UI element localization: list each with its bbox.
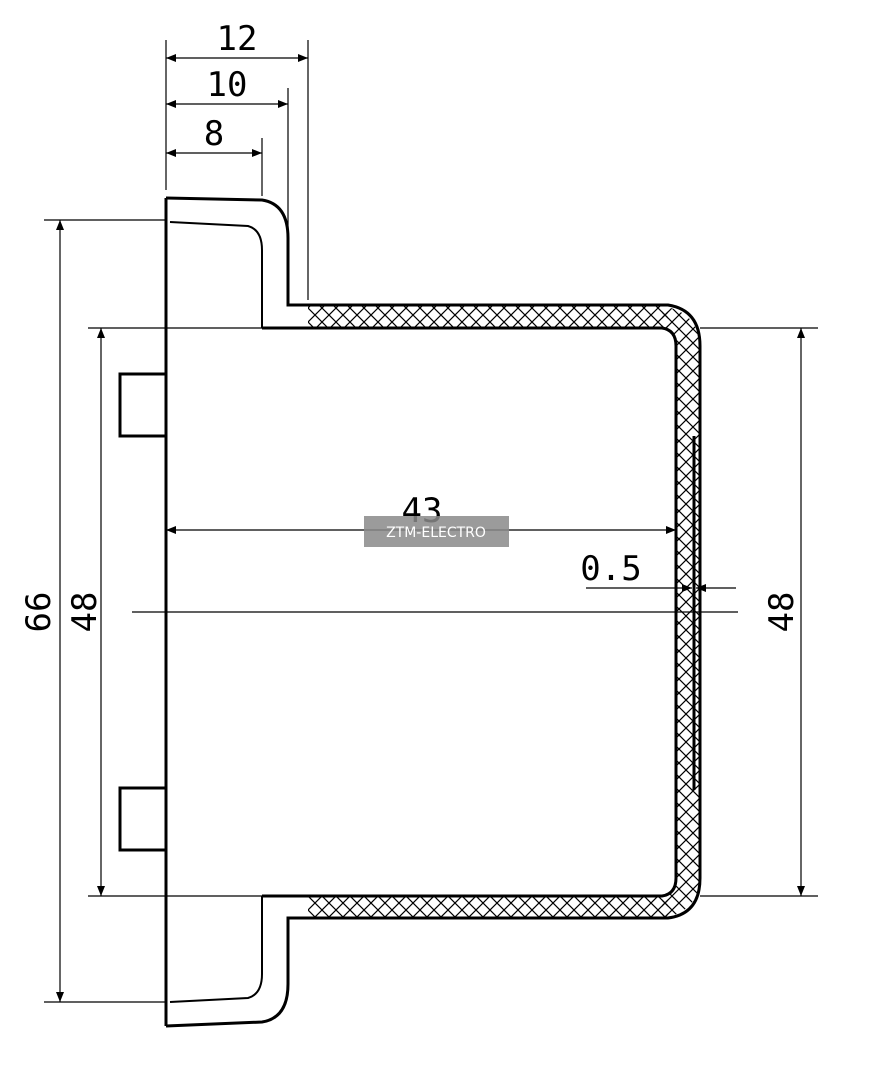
extension-lines [44, 40, 818, 1003]
dimension-48-left-label: 48 [65, 592, 105, 633]
dimension-10-label: 10 [207, 65, 248, 105]
dimension-0-5-label: 0.5 [580, 549, 641, 589]
watermark: ZTM-ELECTRO [364, 516, 509, 547]
dimension-12-label: 12 [217, 19, 258, 59]
dimension-48-left: 48 [65, 328, 105, 896]
mounting-clip-top [118, 372, 166, 438]
dimension-8-label: 8 [204, 114, 224, 154]
dimension-48-right: 48 [762, 328, 805, 896]
dimension-66: 66 [19, 220, 64, 1002]
watermark-text: ZTM-ELECTRO [386, 525, 486, 541]
dimension-10: 10 [166, 65, 288, 108]
dimension-8: 8 [166, 114, 262, 157]
dimension-12: 12 [166, 19, 308, 62]
mounting-clip-bottom [118, 786, 166, 852]
dimension-48-right-label: 48 [762, 592, 802, 633]
dimension-66-label: 66 [19, 592, 59, 633]
dimension-0-5: 0.5 [580, 549, 736, 592]
